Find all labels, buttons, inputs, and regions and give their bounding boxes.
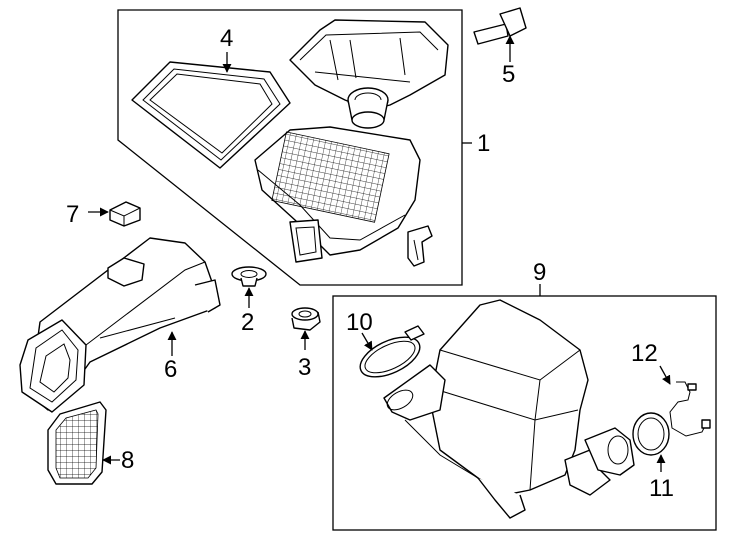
wire-harness-12	[669, 381, 711, 437]
callout-2: 2	[241, 309, 254, 336]
air-intake-duct	[19, 237, 221, 413]
air-cleaner-housing	[254, 126, 421, 263]
callout-5: 5	[502, 61, 515, 88]
callout-3: 3	[298, 354, 311, 381]
callout-6: 6	[164, 356, 177, 383]
pad	[109, 201, 141, 227]
callout-9: 9	[533, 259, 546, 286]
callout-10: 10	[346, 309, 373, 336]
callout-11: 11	[649, 475, 674, 502]
grommet-3	[291, 307, 321, 331]
seal-ring-11	[632, 412, 670, 456]
grommet-2	[231, 266, 267, 287]
callout-8: 8	[121, 447, 134, 474]
air-cleaner-cover	[289, 19, 449, 129]
callout-7: 7	[66, 201, 79, 228]
air-filter-element	[131, 61, 291, 169]
mass-air-flow-sensor	[473, 7, 527, 45]
group-frame-1	[117, 9, 463, 286]
air-cleaner-assembly	[383, 299, 635, 519]
callout-1: 1	[477, 130, 490, 157]
callout-4: 4	[220, 25, 233, 52]
intake-screen	[47, 401, 107, 485]
housing-bracket	[407, 225, 433, 267]
callout-12: 12	[631, 340, 658, 367]
hose-clamp-10	[359, 325, 425, 378]
group-frame-9	[332, 295, 717, 531]
